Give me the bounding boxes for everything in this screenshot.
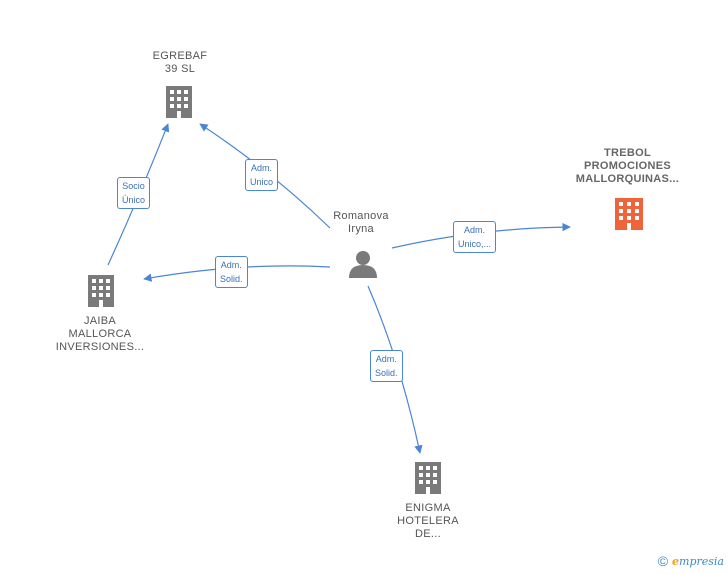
- edge-label-adm-unico-egrebaf[interactable]: Adm. Unico: [245, 159, 279, 191]
- building-icon-highlighted[interactable]: [615, 198, 643, 230]
- edge-label-adm-solid-enigma[interactable]: Adm. Solid.: [370, 350, 403, 382]
- copyright-symbol: ©: [657, 553, 669, 569]
- building-icon[interactable]: [88, 275, 114, 307]
- node-label-egrebaf[interactable]: EGREBAF 39 SL: [152, 50, 208, 75]
- node-label-enigma[interactable]: ENIGMA HOTELERA DE...: [397, 502, 459, 540]
- node-label-center-person[interactable]: Romanova Iryna: [333, 210, 389, 235]
- edge-label-adm-solid-jaiba[interactable]: Adm. Solid.: [215, 256, 248, 288]
- footer-brand: © empresia: [658, 553, 724, 569]
- node-label-jaiba[interactable]: JAIBA MALLORCA INVERSIONES...: [55, 315, 145, 353]
- empresia-logo[interactable]: empresia: [672, 554, 724, 568]
- building-icon[interactable]: [166, 86, 192, 118]
- building-icon[interactable]: [415, 462, 441, 494]
- person-icon[interactable]: [349, 251, 377, 278]
- edge-label-socio-unico[interactable]: Socio Único: [117, 177, 151, 209]
- node-label-trebol[interactable]: TREBOL PROMOCIONES MALLORQUINAS...: [575, 147, 680, 185]
- edge-label-adm-unico-trebol[interactable]: Adm. Unico,...: [453, 221, 497, 253]
